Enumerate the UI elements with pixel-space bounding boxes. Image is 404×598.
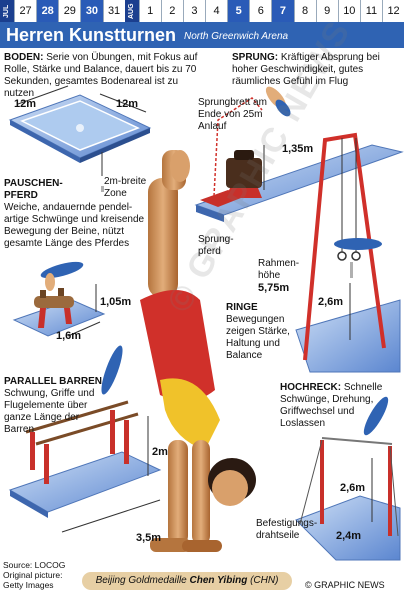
- pauschen-width: 1,6m: [56, 330, 82, 342]
- day-cell: 1: [138, 0, 161, 22]
- day-cell: 6: [249, 0, 271, 22]
- ringe-height: 2,6m: [318, 296, 344, 308]
- day-cell: 3: [182, 0, 205, 22]
- barren-height: 2m: [152, 446, 168, 458]
- floor-mat: [8, 85, 152, 176]
- ringe-description: Bewegungen zeigen Stärke, Haltung und Ba…: [226, 314, 290, 361]
- source-line: Source: LOCOG: [3, 560, 66, 570]
- day-cell: 29: [58, 0, 80, 22]
- vault-apparatus: [194, 86, 404, 222]
- pauschen-height: 1,05m: [100, 296, 132, 308]
- barren-description: Schwung, Griffe und Flugelemente über ga…: [4, 388, 95, 435]
- reck-description: Schnelle Schwünge, Drehung, Griffwechsel…: [280, 382, 383, 429]
- day-cell: 8: [293, 0, 316, 22]
- day-cell: 5: [227, 0, 250, 22]
- page-title: Herren Kunstturnen: [6, 25, 177, 45]
- source-credit: Source: LOCOG Original picture: Getty Im…: [3, 560, 65, 590]
- day-cell: 11: [359, 0, 382, 22]
- graphic-news-credit: © GRAPHIC NEWS: [305, 580, 385, 590]
- rings-apparatus: [295, 132, 401, 373]
- boden-dim-2: 12m: [116, 98, 139, 110]
- measure-arrows: [101, 186, 353, 278]
- day-cell: 28: [36, 0, 59, 22]
- day-cell: 31: [102, 0, 125, 22]
- boden-text: BODEN: Serie von Übungen, mit Fokus auf …: [4, 52, 202, 100]
- reck-heading: HOCHRECK:: [280, 382, 342, 393]
- day-cell: 12: [382, 0, 404, 22]
- barren-length: 3,5m: [136, 532, 162, 544]
- day-cell: 4: [205, 0, 227, 22]
- sprung-heading: SPRUNG:: [232, 52, 279, 63]
- caption-name: Chen Yibing: [189, 575, 248, 586]
- ringe-heading: RINGE: [226, 302, 258, 313]
- boden-heading: BODEN:: [4, 52, 44, 63]
- original-picture-line: Original picture:: [3, 570, 63, 580]
- ringe-text: RINGE Bewegungen zeigen Stärke, Haltung …: [226, 302, 310, 362]
- day-cell: 27: [14, 0, 36, 22]
- caption-suffix: (CHN): [247, 575, 279, 586]
- barren-text: PARALLEL BARREN Schwung, Griffe und Flug…: [4, 376, 108, 436]
- pauschen-description: Weiche, andauernde pendel-artige Schwüng…: [4, 202, 145, 249]
- sprung-text: SPRUNG: Kräftiger Absprung bei hoher Ges…: [232, 52, 402, 88]
- ringe-frame-height: 5,75m: [258, 282, 290, 294]
- title-bar: [0, 22, 404, 48]
- reck-width: 2,4m: [336, 530, 362, 542]
- reck-height: 2,6m: [340, 482, 366, 494]
- day-cell: 10: [337, 0, 360, 22]
- venue-label: North Greenwich Arena: [184, 31, 289, 42]
- sprung-horse-label: Sprung-pferd: [198, 234, 234, 257]
- caption-prefix: Beijing Goldmedaille: [95, 575, 190, 586]
- ringe-frame-label: Rahmen-höhe: [258, 258, 300, 281]
- getty-line: Getty Images: [3, 580, 54, 590]
- barren-heading: PARALLEL BARREN: [4, 376, 102, 387]
- sprung-board-label: Sprungbrett am Ende von 25m Anlauf: [198, 97, 267, 132]
- day-cell: 9: [315, 0, 338, 22]
- reck-cables-label: Befestigungs-drahtseile: [256, 518, 318, 541]
- pauschen-heading: PAUSCHEN-PFERD: [4, 178, 63, 201]
- boden-zone: 2m-breite Zone: [104, 176, 147, 199]
- chen-yibing-illustration: [140, 150, 256, 552]
- sprung-height: 1,35m: [282, 143, 314, 155]
- boden-dim-1: 12m: [14, 98, 37, 110]
- day-cell: 30: [80, 0, 103, 22]
- high-bar: [295, 396, 401, 561]
- sprung-description: Kräftiger Absprung bei hoher Geschwindig…: [232, 52, 380, 87]
- boden-description: Serie von Übungen, mit Fokus auf Rolle, …: [4, 52, 198, 99]
- pauschen-text: PAUSCHEN-PFERD Weiche, andauernde pendel…: [4, 178, 154, 250]
- day-cell: 7: [271, 0, 294, 22]
- photo-caption: Beijing Goldmedaille Chen Yibing (CHN): [82, 572, 292, 590]
- date-strip: JUL 27 28 29 30 31 AUG 1 2 3 4 5 6 7 8 9…: [0, 0, 404, 23]
- day-cell: 2: [160, 0, 183, 22]
- parallel-bars: [8, 345, 162, 533]
- reck-text: HOCHRECK: Schnelle Schwünge, Drehung, Gr…: [280, 382, 400, 430]
- pommel-horse: [12, 261, 106, 337]
